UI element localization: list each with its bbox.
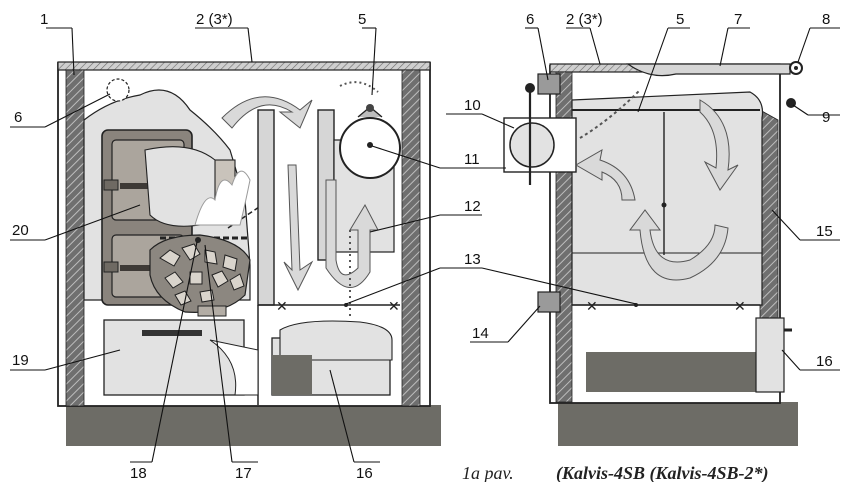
vent-opening-left [106, 78, 130, 102]
callout-14: 14 [472, 325, 489, 342]
door-handle-upper [120, 183, 154, 189]
flue-pipe-damper [509, 122, 555, 168]
side-ash-pan [586, 352, 762, 392]
callout-2-right: 2 (3*) [566, 11, 603, 28]
side-knob-bottom [537, 291, 561, 313]
side-base [558, 402, 798, 446]
door-handle-lower [120, 265, 154, 271]
front-base [66, 405, 441, 446]
flow-arrow-top [221, 96, 313, 129]
callout-11: 11 [464, 151, 480, 168]
door-hinge-upper [103, 179, 119, 191]
ash-grate [197, 305, 227, 317]
front-divider-mark-2: ✕ [388, 298, 400, 314]
side-view: ✕ ✕ [503, 61, 803, 446]
flow-arrow-down [283, 164, 314, 292]
callout-16-left: 16 [356, 465, 373, 482]
callout-17: 17 [235, 465, 252, 482]
side-flow-arrow-loop [629, 209, 729, 281]
fuel-pieces [159, 243, 245, 306]
top-cover [626, 63, 791, 77]
door-hinge-lower [103, 261, 119, 273]
callout-18: 18 [130, 465, 147, 482]
air-duct-dash [227, 204, 263, 229]
callout-20: 20 [12, 222, 29, 239]
caption-prefix: 1a pav. [462, 463, 514, 482]
side-flow-arrow-left [574, 149, 636, 201]
heat-exchanger-plate-left [257, 109, 275, 306]
callout-6-left: 6 [14, 109, 22, 126]
front-view: ✕ ✕ [57, 61, 441, 446]
side-knob-top [537, 73, 561, 95]
ash-drawer-right-block [272, 355, 312, 395]
callout-labels: 1 2 (3*) 5 6 20 19 18 17 16 11 12 13 6 2… [12, 11, 833, 482]
caption-model: (Kalvis-4SB (Kalvis-4SB-2*) [556, 463, 769, 482]
callout-7: 7 [734, 11, 742, 28]
callout-9: 9 [822, 109, 830, 126]
cover-hinge-inner [794, 66, 798, 70]
side-divider-mark-2: ✕ [734, 298, 746, 314]
damper-center [367, 142, 373, 148]
callout-12: 12 [464, 198, 481, 215]
ignition-point [195, 237, 201, 243]
callout-6-right: 6 [526, 11, 534, 28]
side-flow-arrow-dotted [579, 89, 641, 139]
leader-lines [10, 27, 840, 463]
ash-drawer-right-panel [279, 320, 393, 361]
callout-10: 10 [464, 97, 481, 114]
ash-drawer-left-handle [142, 330, 202, 336]
front-left-insulation [65, 69, 85, 407]
side-divider-mark-1: ✕ [586, 298, 598, 314]
callout-1: 1 [40, 11, 48, 28]
callout-19: 19 [12, 352, 29, 369]
side-damper-axis [661, 202, 667, 208]
damper-pivot [366, 104, 374, 112]
flow-arrow-dotted [339, 81, 379, 93]
side-flow-arrow-down [699, 99, 739, 191]
flue-pipe-knob [525, 83, 535, 93]
front-right-insulation [401, 69, 421, 407]
callout-8: 8 [822, 11, 830, 28]
front-divider-mark-1: ✕ [276, 298, 288, 314]
callout-16-right: 16 [816, 353, 833, 370]
flame-shapes [194, 170, 251, 226]
callout-5-right: 5 [676, 11, 684, 28]
callout-13: 13 [464, 251, 481, 268]
callout-15: 15 [816, 223, 833, 240]
callout-2-left: 2 (3*) [196, 11, 233, 28]
callout-5-left: 5 [358, 11, 366, 28]
front-top-plate [57, 61, 431, 71]
side-door-16 [755, 317, 785, 393]
figure-caption: 1a pav. (Kalvis-4SB (Kalvis-4SB-2*) [462, 463, 769, 482]
